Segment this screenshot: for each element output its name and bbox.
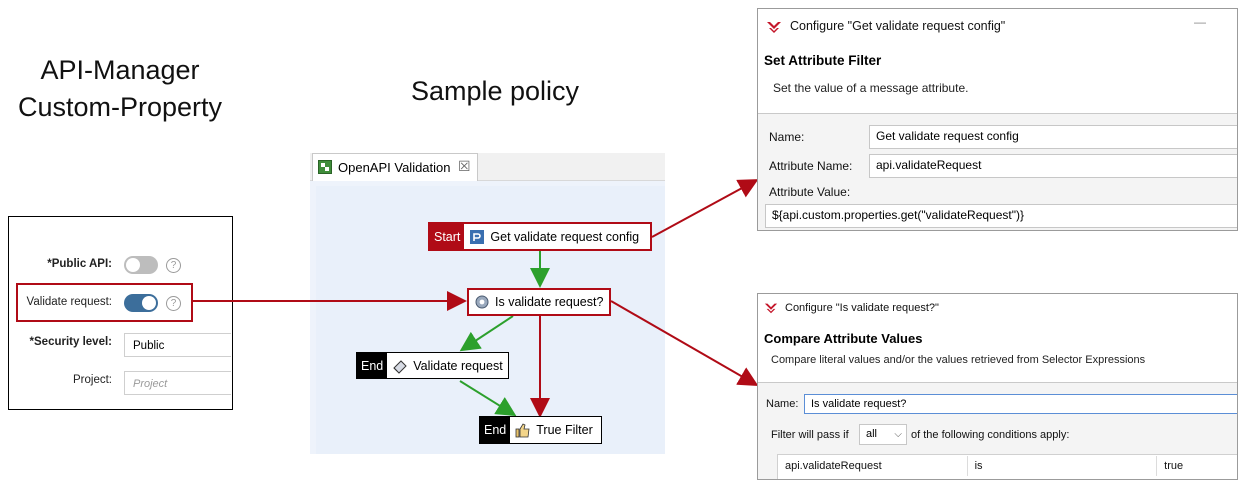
dialog-description: Compare literal values and/or the values… bbox=[771, 354, 1146, 366]
table-row[interactable]: api.validateRequest is true bbox=[778, 456, 1237, 476]
validate-request-label: Validate request: bbox=[26, 296, 112, 308]
attribute-value-input[interactable]: ${api.custom.properties.get("validateReq… bbox=[765, 204, 1237, 228]
chevron-down-icon: ⌵ bbox=[894, 429, 902, 440]
thumbs-up-icon bbox=[515, 423, 530, 438]
conditions-table: api.validateRequest is true bbox=[777, 454, 1237, 479]
custom-property-title: API-Manager Custom-Property bbox=[0, 52, 240, 126]
help-icon[interactable]: ? bbox=[166, 258, 181, 273]
condition-selector-cell: api.validateRequest bbox=[778, 456, 968, 476]
decision-to-end1-arrow bbox=[459, 315, 514, 352]
attribute-value-label: Attribute Value: bbox=[769, 185, 851, 199]
tab-label: OpenAPI Validation bbox=[338, 160, 451, 175]
start-to-dialog-callout bbox=[651, 179, 759, 238]
validate-request-highlight bbox=[16, 283, 193, 322]
axway-logo-icon bbox=[764, 303, 778, 314]
toggle-knob bbox=[142, 296, 156, 310]
end-badge: End bbox=[357, 353, 388, 378]
attribute-name-label: Attribute Name: bbox=[769, 159, 853, 173]
end-badge: End bbox=[480, 417, 511, 443]
end-node-validate[interactable]: End Validate request bbox=[356, 352, 509, 379]
public-api-label: *Public API: bbox=[47, 258, 112, 270]
gear-icon bbox=[475, 295, 489, 309]
custom-property-title-line1: API-Manager bbox=[40, 55, 200, 85]
start-node-label: Get validate request config bbox=[490, 229, 640, 244]
name-input[interactable]: Is validate request? bbox=[804, 394, 1237, 414]
start-node[interactable]: Start Get validate request config bbox=[428, 222, 652, 251]
name-label: Name: bbox=[769, 130, 805, 144]
compare-attribute-dialog: Configure "Is validate request?" Compare… bbox=[757, 293, 1238, 480]
dialog-divider bbox=[758, 113, 1237, 114]
security-level-label: *Security level: bbox=[29, 336, 112, 348]
decision-node[interactable]: Is validate request? bbox=[467, 288, 611, 316]
decision-to-dialog-callout bbox=[610, 300, 759, 386]
condition-value-cell: true bbox=[1164, 460, 1184, 472]
end-node-true-filter-label: True Filter bbox=[536, 423, 593, 437]
condition-mode-value: all bbox=[866, 428, 878, 440]
help-icon[interactable]: ? bbox=[166, 296, 181, 311]
public-api-toggle[interactable] bbox=[124, 256, 158, 274]
dialog-heading: Compare Attribute Values bbox=[764, 331, 923, 346]
filter-prefix-label: Filter will pass if bbox=[771, 429, 849, 441]
validate-request-toggle[interactable] bbox=[124, 294, 158, 312]
toggle-knob bbox=[126, 258, 140, 272]
dialog-title: Configure "Get validate request config" bbox=[790, 19, 1006, 33]
dialog-heading: Set Attribute Filter bbox=[764, 53, 882, 68]
decision-node-label: Is validate request? bbox=[495, 295, 604, 309]
set-attribute-dialog: Configure "Get validate request config" … bbox=[757, 8, 1238, 231]
minimize-button[interactable]: — bbox=[1194, 15, 1206, 29]
security-level-select[interactable]: Public bbox=[124, 333, 231, 357]
condition-operator-cell: is bbox=[968, 456, 1158, 476]
custom-property-title-line2: Custom-Property bbox=[17, 92, 223, 122]
name-label: Name: bbox=[766, 398, 799, 410]
condition-mode-select[interactable]: all ⌵ bbox=[859, 424, 907, 445]
policy-icon bbox=[318, 160, 332, 174]
filter-suffix-label: of the following conditions apply: bbox=[911, 429, 1070, 441]
close-icon[interactable]: ☒ bbox=[458, 158, 471, 174]
attribute-name-input[interactable]: api.validateRequest bbox=[869, 154, 1237, 178]
start-badge: Start bbox=[430, 224, 465, 249]
tab-openapi-validation[interactable]: OpenAPI Validation ☒ bbox=[312, 153, 478, 181]
set-attribute-icon bbox=[470, 229, 485, 244]
end1-to-end2-arrow bbox=[459, 380, 517, 417]
project-label: Project: bbox=[73, 374, 112, 386]
end-node-validate-label: Validate request bbox=[413, 358, 503, 373]
name-input[interactable]: Get validate request config bbox=[869, 125, 1237, 149]
eraser-icon bbox=[393, 359, 407, 374]
dialog-divider bbox=[758, 382, 1237, 383]
sample-policy-title: Sample policy bbox=[410, 76, 580, 106]
dialog-description: Set the value of a message attribute. bbox=[773, 81, 969, 95]
axway-logo-icon bbox=[767, 22, 781, 33]
end-node-true-filter[interactable]: End True Filter bbox=[479, 416, 602, 444]
dialog-title: Configure "Is validate request?" bbox=[785, 302, 939, 314]
project-input[interactable]: Project bbox=[124, 371, 231, 395]
